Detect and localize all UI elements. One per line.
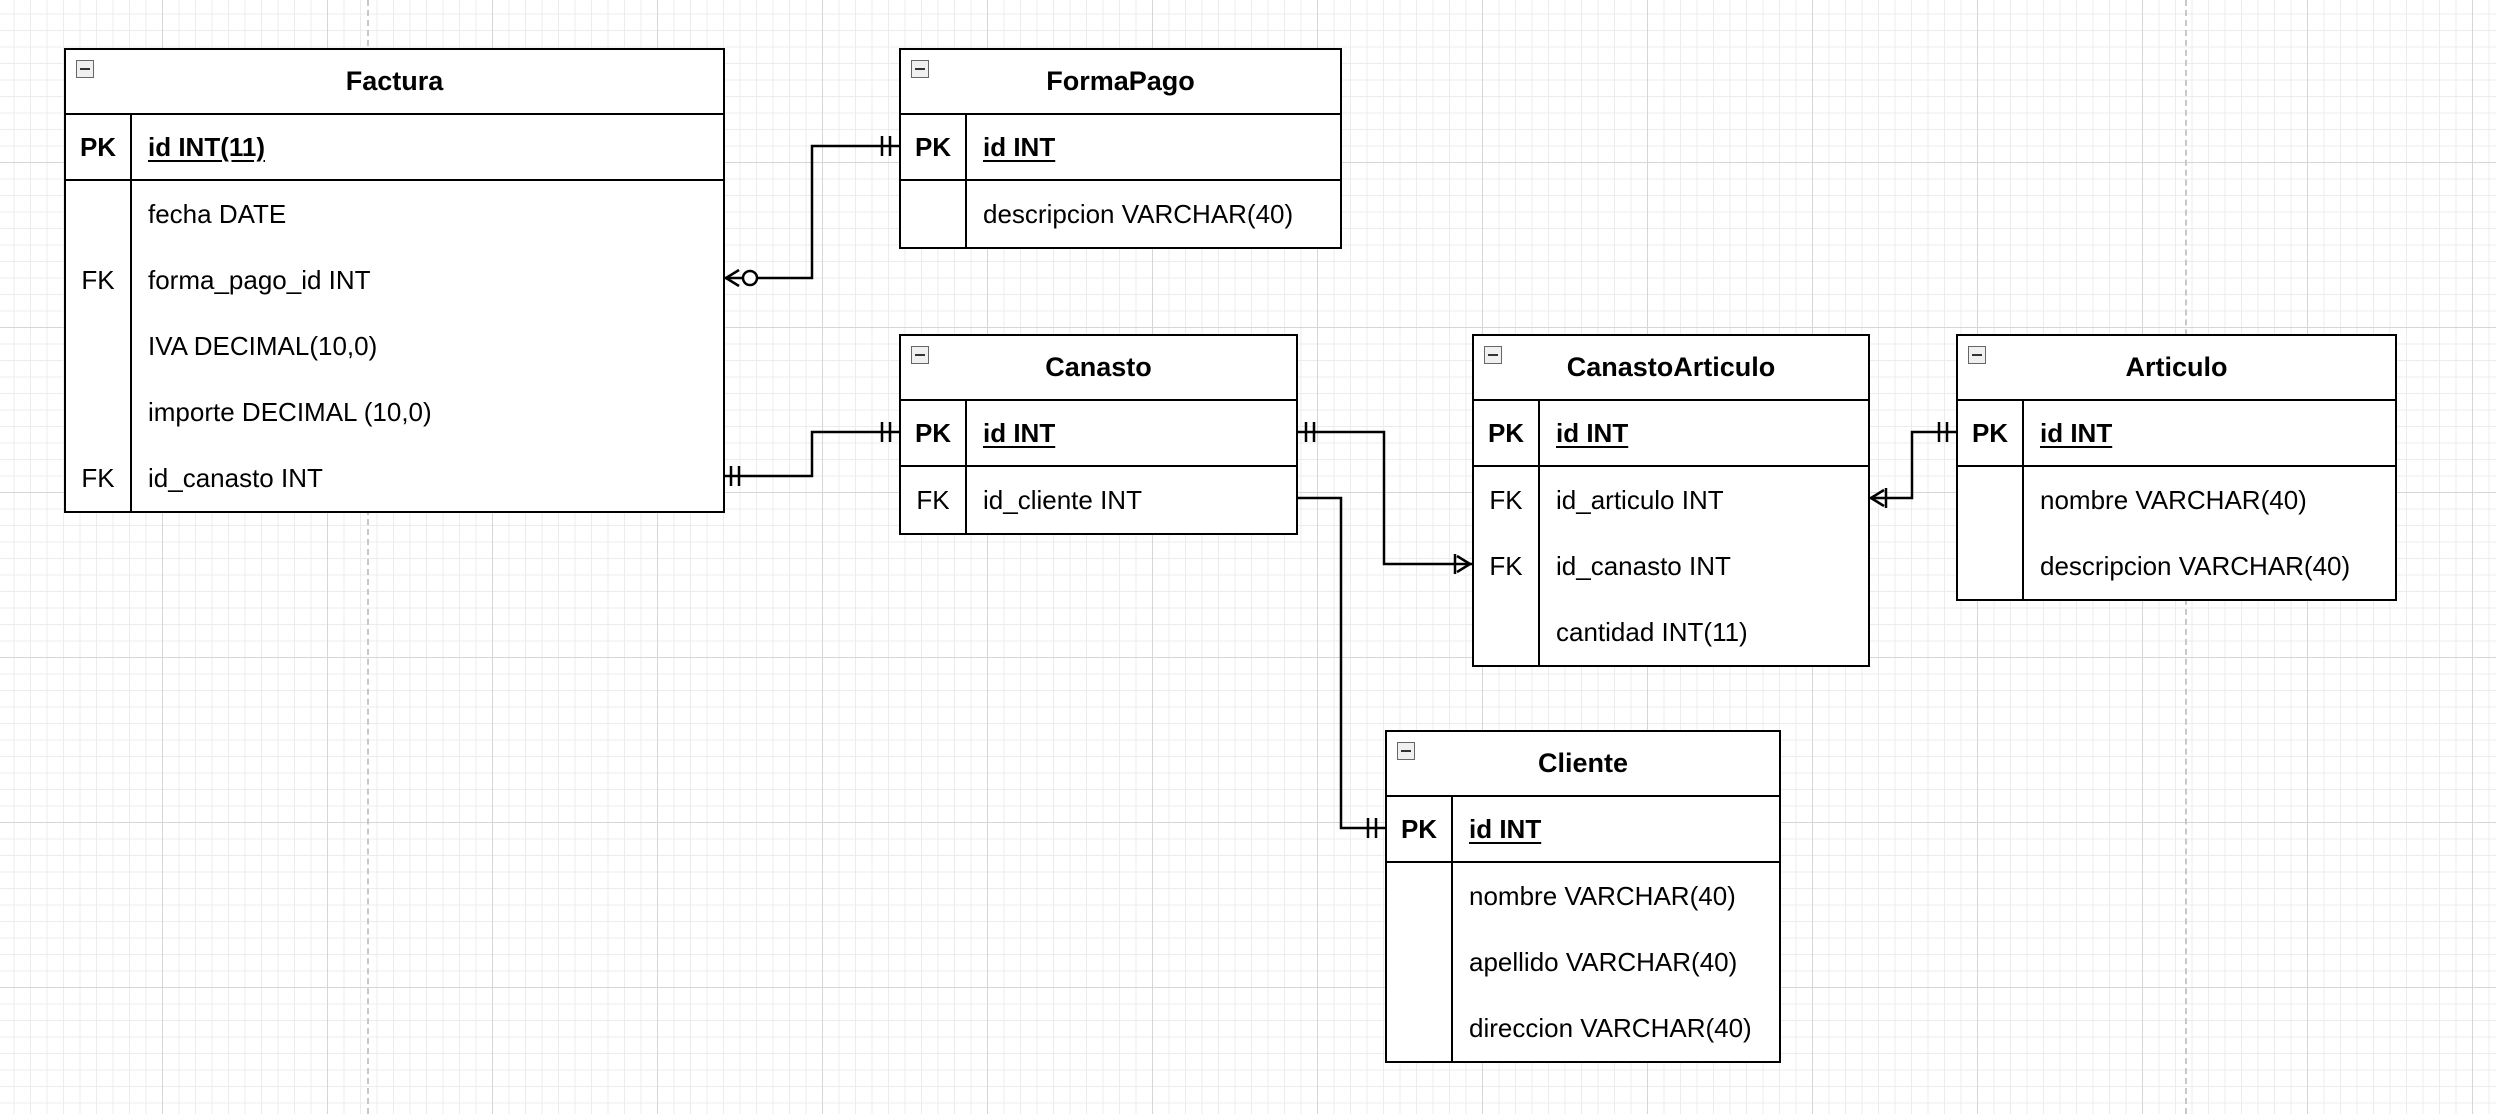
table-header[interactable]: CanastoArticulo xyxy=(1474,336,1868,401)
field-row[interactable]: descripcion VARCHAR(40) xyxy=(1958,533,2395,599)
key-cell: FK xyxy=(66,247,132,313)
field-row[interactable]: direccion VARCHAR(40) xyxy=(1387,995,1779,1061)
field-name: nombre VARCHAR(40) xyxy=(2040,484,2307,515)
field-row[interactable]: FK id_canasto INT xyxy=(66,445,723,511)
pk-row[interactable]: PK id INT xyxy=(1387,797,1779,863)
field-row[interactable]: nombre VARCHAR(40) xyxy=(1958,467,2395,533)
field-row[interactable]: descripcion VARCHAR(40) xyxy=(901,181,1340,247)
table-header[interactable]: Canasto xyxy=(901,336,1296,401)
collapse-icon[interactable] xyxy=(1397,742,1415,760)
pk-row[interactable]: PK id INT xyxy=(1958,401,2395,467)
key-cell: PK xyxy=(1474,401,1540,465)
field-row[interactable]: FK id_cliente INT xyxy=(901,467,1296,533)
key-cell: PK xyxy=(901,401,967,465)
collapse-icon[interactable] xyxy=(911,346,929,364)
key-cell xyxy=(901,181,967,247)
page-break-line xyxy=(367,0,369,1114)
key-cell: PK xyxy=(1387,797,1453,861)
field-name: id INT(11) xyxy=(148,131,266,162)
table-formapago[interactable]: FormaPago PK id INT descripcion VARCHAR(… xyxy=(899,48,1342,249)
table-articulo[interactable]: Articulo PK id INT nombre VARCHAR(40) de… xyxy=(1956,334,2397,601)
table-title: CanastoArticulo xyxy=(1566,352,1776,382)
field-name: id_canasto INT xyxy=(1556,550,1731,581)
field-row[interactable]: FK id_articulo INT xyxy=(1474,467,1868,533)
field-name: cantidad INT(11) xyxy=(1556,616,1748,647)
collapse-icon[interactable] xyxy=(76,60,94,78)
table-cliente[interactable]: Cliente PK id INT nombre VARCHAR(40) ape… xyxy=(1385,730,1781,1063)
field-name: IVA DECIMAL(10,0) xyxy=(148,330,378,361)
table-header[interactable]: Cliente xyxy=(1387,732,1779,797)
collapse-icon[interactable] xyxy=(1484,346,1502,364)
table-canastoarticulo[interactable]: CanastoArticulo PK id INT FK id_articulo… xyxy=(1472,334,1870,667)
field-row[interactable]: cantidad INT(11) xyxy=(1474,599,1868,665)
field-name: forma_pago_id INT xyxy=(148,264,371,295)
pk-row[interactable]: PK id INT xyxy=(901,115,1340,181)
key-cell xyxy=(66,181,132,247)
field-row[interactable]: apellido VARCHAR(40) xyxy=(1387,929,1779,995)
pk-row[interactable]: PK id INT xyxy=(1474,401,1868,467)
key-cell: PK xyxy=(901,115,967,179)
field-name: id INT xyxy=(2040,417,2113,448)
key-cell: FK xyxy=(66,445,132,511)
field-name: id INT xyxy=(1556,417,1629,448)
key-cell: FK xyxy=(1474,467,1540,533)
table-title: Factura xyxy=(345,66,444,96)
field-name: id_articulo INT xyxy=(1556,484,1724,515)
table-canasto[interactable]: Canasto PK id INT FK id_cliente INT xyxy=(899,334,1298,535)
field-name: descripcion VARCHAR(40) xyxy=(2040,550,2351,581)
table-title: Articulo xyxy=(2125,352,2228,382)
table-header[interactable]: FormaPago xyxy=(901,50,1340,115)
pk-row[interactable]: PK id INT(11) xyxy=(66,115,723,181)
field-name: id INT xyxy=(983,131,1056,162)
key-cell xyxy=(66,313,132,379)
table-factura[interactable]: Factura PK id INT(11) fecha DATE FK form… xyxy=(64,48,725,513)
field-row[interactable]: importe DECIMAL (10,0) xyxy=(66,379,723,445)
key-cell xyxy=(1387,995,1453,1061)
field-name: id INT xyxy=(983,417,1056,448)
field-name: id INT xyxy=(1469,813,1542,844)
field-name: nombre VARCHAR(40) xyxy=(1469,880,1736,911)
table-title: FormaPago xyxy=(1046,66,1195,96)
relationship-canasto-cliente[interactable] xyxy=(1297,496,1385,838)
key-cell xyxy=(1958,467,2024,533)
field-name: fecha DATE xyxy=(148,198,287,229)
key-cell xyxy=(1387,929,1453,995)
field-row[interactable]: FK forma_pago_id INT xyxy=(66,247,723,313)
field-name: apellido VARCHAR(40) xyxy=(1469,946,1738,977)
field-row[interactable]: FK id_canasto INT xyxy=(1474,533,1868,599)
collapse-icon[interactable] xyxy=(911,60,929,78)
field-row[interactable]: fecha DATE xyxy=(66,181,723,247)
key-cell: FK xyxy=(901,467,967,533)
relationship-factura-canasto[interactable] xyxy=(724,422,899,486)
key-cell: PK xyxy=(1958,401,2024,465)
field-row[interactable]: nombre VARCHAR(40) xyxy=(1387,863,1779,929)
table-title: Cliente xyxy=(1537,748,1629,778)
field-name: direccion VARCHAR(40) xyxy=(1469,1012,1752,1043)
key-cell xyxy=(1387,863,1453,929)
collapse-icon[interactable] xyxy=(1968,346,1986,364)
key-cell xyxy=(1474,599,1540,665)
field-name: id_cliente INT xyxy=(983,484,1142,515)
pk-row[interactable]: PK id INT xyxy=(901,401,1296,467)
relationship-canastoarticulo-articulo[interactable] xyxy=(1869,422,1956,508)
relationship-factura-formapago[interactable] xyxy=(724,136,899,288)
field-name: importe DECIMAL (10,0) xyxy=(148,396,432,427)
key-cell xyxy=(66,379,132,445)
field-name: id_canasto INT xyxy=(148,462,323,493)
key-cell xyxy=(1958,533,2024,599)
relationship-canasto-canastoarticulo[interactable] xyxy=(1297,422,1472,574)
field-name: descripcion VARCHAR(40) xyxy=(983,198,1294,229)
table-title: Canasto xyxy=(1045,352,1152,382)
key-cell: PK xyxy=(66,115,132,179)
field-row[interactable]: IVA DECIMAL(10,0) xyxy=(66,313,723,379)
table-header[interactable]: Factura xyxy=(66,50,723,115)
table-header[interactable]: Articulo xyxy=(1958,336,2395,401)
key-cell: FK xyxy=(1474,533,1540,599)
